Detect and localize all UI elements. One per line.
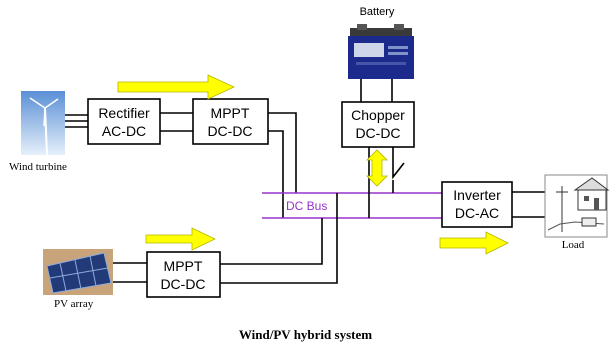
wire-battery-chopper: [360, 79, 393, 102]
wire-inverter-load: [512, 191, 545, 218]
mppt-wind-block: MPPT DC-DC: [192, 98, 269, 145]
mppt-wind-subtitle: DC-DC: [207, 123, 252, 139]
pv-array-image: [43, 249, 113, 295]
pv-array-label: PV array: [54, 298, 94, 310]
inverter-block: Inverter DC-AC: [441, 181, 513, 228]
rectifier-title: Rectifier: [98, 105, 150, 121]
chopper-subtitle: DC-DC: [355, 125, 400, 141]
figure-caption: Wind/PV hybrid system: [238, 327, 373, 342]
mppt-pv-subtitle: DC-DC: [160, 276, 205, 292]
load-label: Load: [562, 239, 585, 251]
wire-pv-mppt: [113, 262, 147, 283]
wire-mppt-pv-bus: [220, 193, 338, 284]
wire-rectifier-mppt: [160, 112, 193, 132]
wind-turbine-image: [21, 91, 65, 156]
power-flow-arrow-top: [117, 74, 235, 100]
wire-mppt-wind-bus: [268, 112, 297, 218]
rectifier-subtitle: AC-DC: [102, 123, 146, 139]
dc-bus-label: DC Bus: [286, 199, 327, 213]
wind-turbine-label: Wind turbine: [9, 161, 67, 173]
chopper-title: Chopper: [351, 107, 405, 123]
mppt-wind-title: MPPT: [211, 105, 250, 121]
inverter-subtitle: DC-AC: [455, 205, 499, 221]
dc-bus-lines: [262, 192, 442, 219]
mppt-pv-title: MPPT: [164, 258, 203, 274]
power-flow-arrow-load: [439, 231, 509, 255]
inverter-title: Inverter: [453, 187, 501, 203]
chopper-block: Chopper DC-DC: [341, 101, 415, 148]
battery-image: [348, 24, 414, 79]
mppt-pv-block: MPPT DC-DC: [146, 251, 221, 298]
battery-flow-arrow: [366, 149, 388, 187]
load-image: [544, 174, 610, 238]
wire-turbine-rectifier: [65, 114, 88, 128]
rectifier-block: Rectifier AC-DC: [87, 98, 161, 145]
power-flow-arrow-pv: [145, 227, 216, 251]
battery-label: Battery: [360, 6, 395, 18]
